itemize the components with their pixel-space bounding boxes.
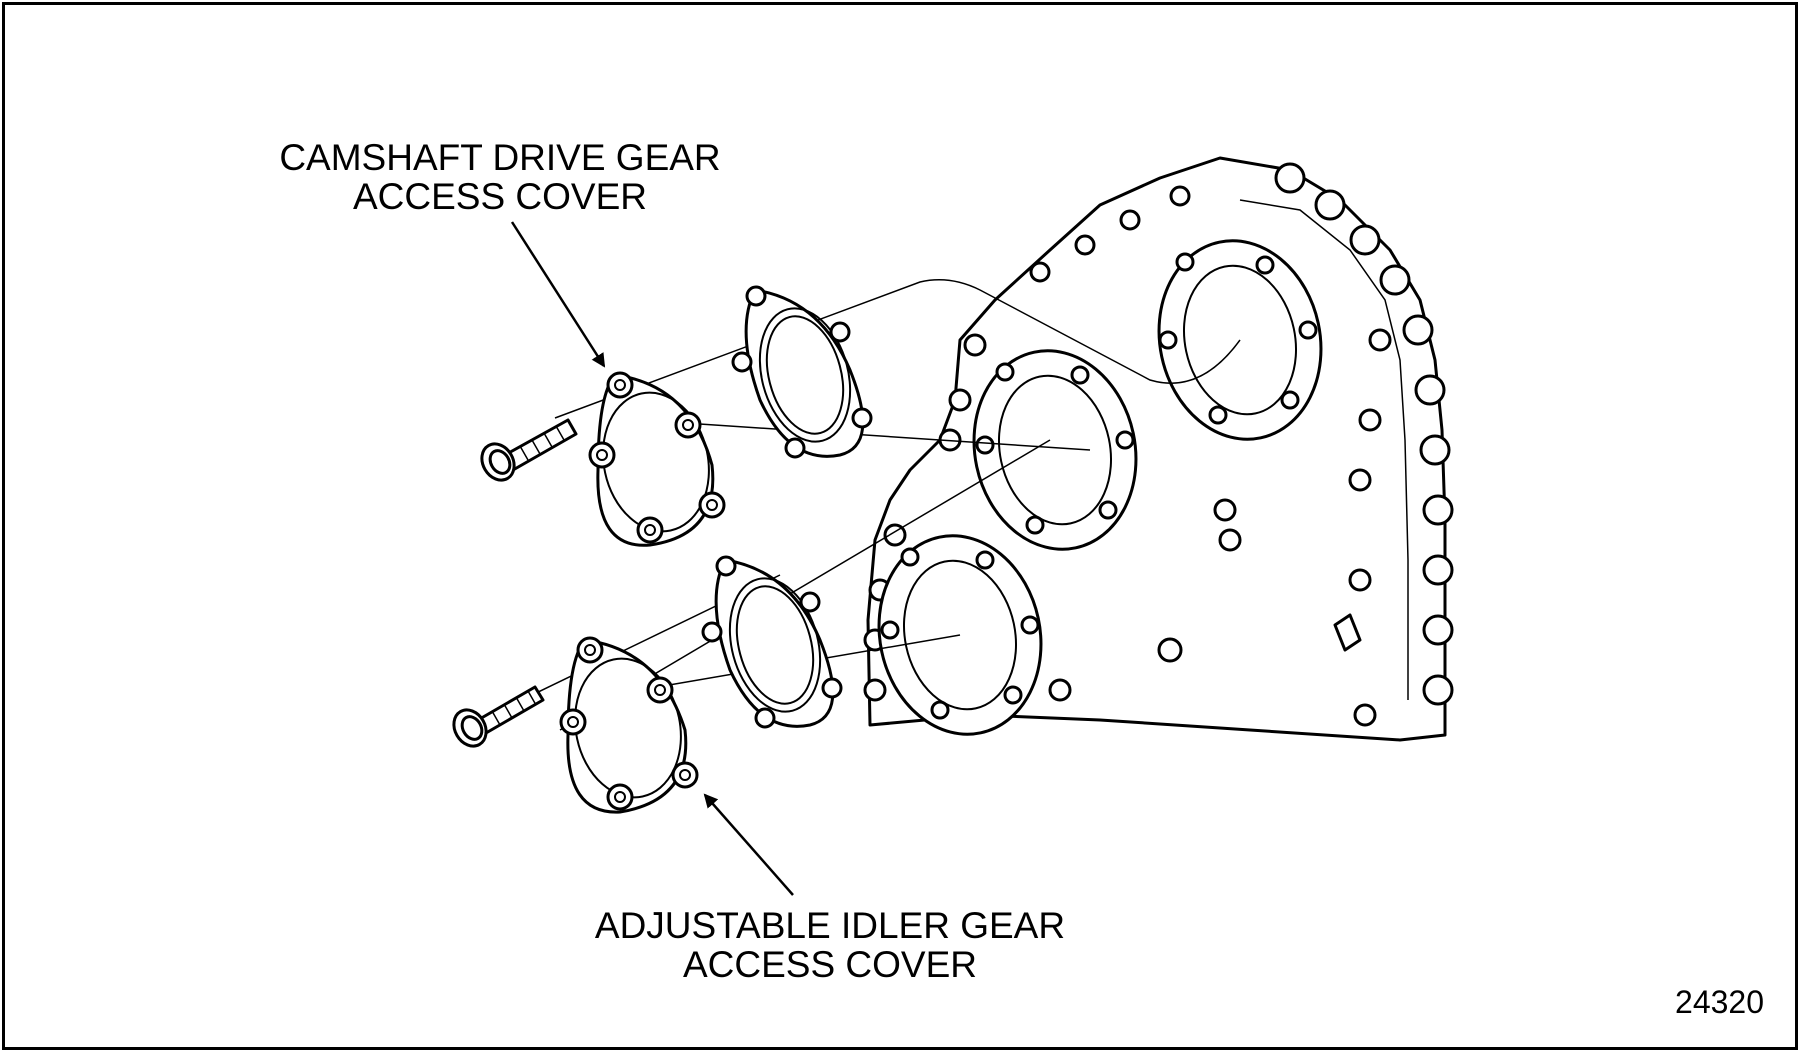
camshaft-leader-arrow [510, 221, 606, 368]
idler-cover-bolt [452, 685, 545, 748]
camshaft-cover-label: CAMSHAFT DRIVE GEAR ACCESS COVER [250, 138, 750, 216]
adjustable-idler-gear-access-cover [559, 636, 699, 814]
idler-label-line2: ACCESS COVER [682, 944, 977, 985]
camshaft-drive-gear-access-cover [588, 371, 726, 547]
idler-leader-arrow [703, 793, 794, 896]
camshaft-cover-bolt [480, 418, 578, 482]
housing-bolt-bosses [1274, 162, 1454, 727]
idler-cover-label: ADJUSTABLE IDLER GEAR ACCESS COVER [570, 906, 1090, 984]
center-access-opening [972, 349, 1138, 551]
gear-case-housing [863, 156, 1454, 742]
idler-cover-gasket [701, 555, 843, 729]
idler-label-line1: ADJUSTABLE IDLER GEAR [594, 905, 1066, 946]
camshaft-label-line2: ACCESS COVER [352, 176, 647, 217]
figure-number: 24320 [1675, 984, 1764, 1020]
camshaft-cover-gasket [731, 285, 873, 459]
camshaft-label-line1: CAMSHAFT DRIVE GEAR [279, 137, 721, 178]
